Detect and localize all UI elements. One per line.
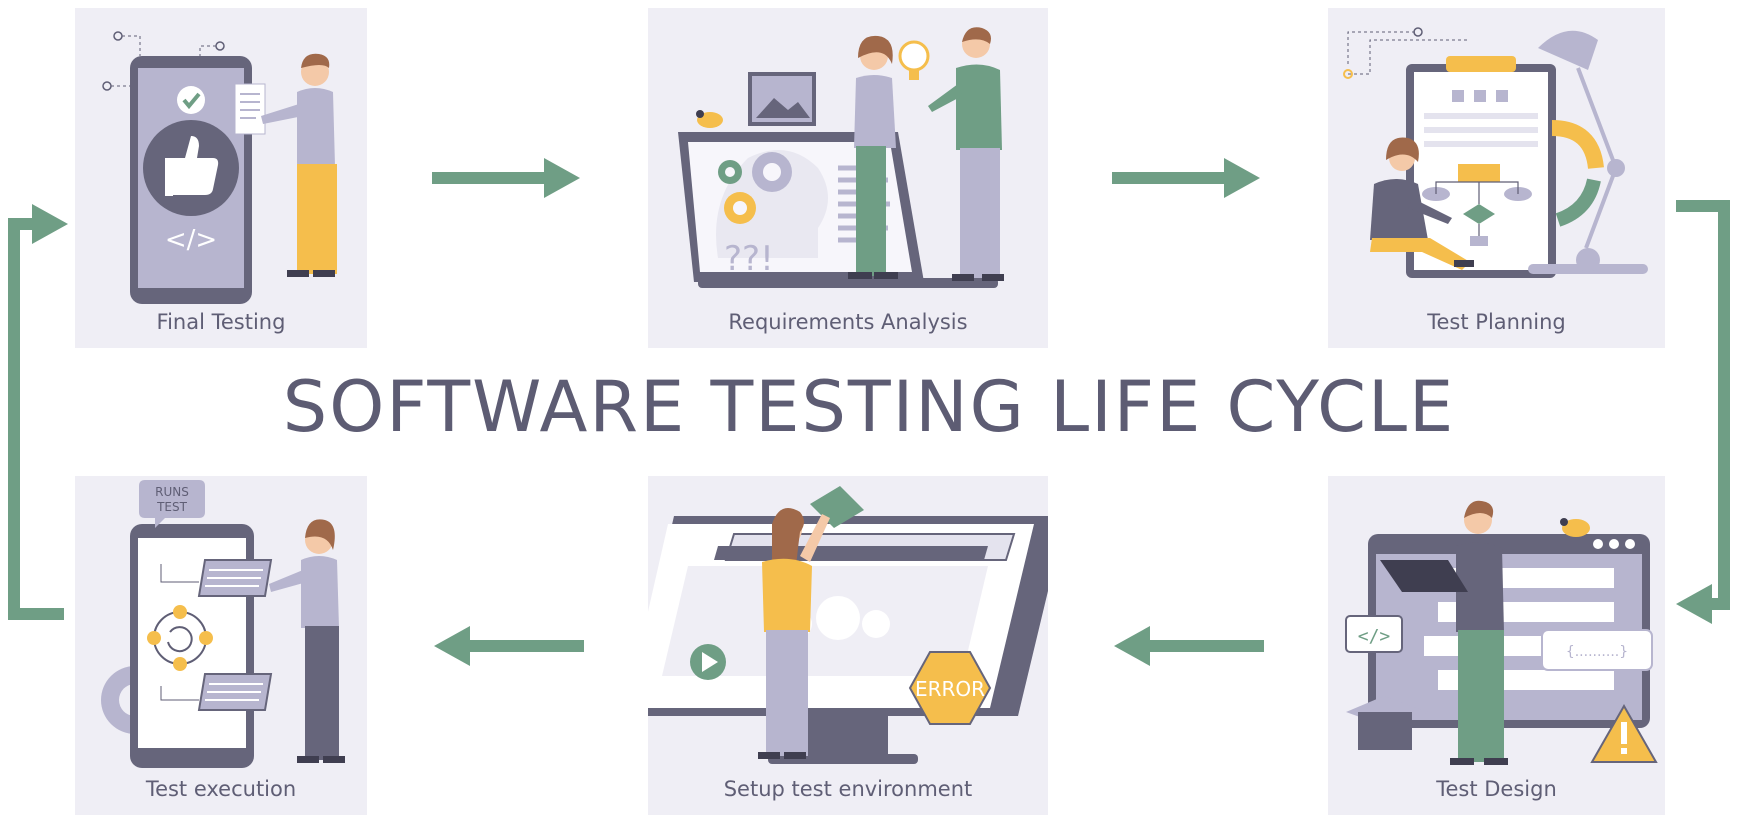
stage-requirements-analysis: ??! Requirements Analysis (648, 8, 1048, 348)
phone-thumbs-up-icon: </> (102, 31, 337, 304)
question-marks: ??! (724, 239, 774, 279)
stage-label: Requirements Analysis (728, 310, 968, 334)
clipboard-flowchart-icon (1343, 27, 1648, 278)
arrow-requirements-to-planning (1112, 158, 1260, 198)
stage-test-planning: Test Planning (1328, 8, 1665, 348)
stage-test-design: </> {..........} Test Design (1328, 476, 1665, 815)
arrow-planning-to-design (1676, 200, 1730, 624)
stage-label: Test execution (145, 777, 297, 801)
stage-test-execution: RUNS TEST Test execution (75, 476, 367, 815)
monitor-error-icon: ERROR (648, 486, 1048, 764)
phone-run-test-icon: RUNS TEST (101, 480, 345, 768)
arrow-setup-to-execution (434, 626, 584, 666)
arrow-design-to-setup (1114, 626, 1264, 666)
stage-label: Setup test environment (723, 777, 973, 801)
runs-test-label-2: TEST (156, 500, 188, 514)
runs-test-label-1: RUNS (155, 485, 189, 499)
stage-setup-test-environment: ERROR Setup test environment (648, 476, 1048, 815)
arrow-execution-to-final (8, 204, 68, 620)
code-tag-label: </> (1358, 626, 1391, 647)
stage-final-testing: </> Final Testing (75, 8, 367, 348)
stage-label: Test Planning (1427, 310, 1566, 334)
brainstorm-icon: ??! (678, 27, 1004, 288)
diagram-title: SOFTWARE TESTING LIFE CYCLE (282, 366, 1456, 448)
arrow-final-to-requirements (432, 158, 580, 198)
braces-label: {..........} (1566, 644, 1628, 660)
laptop-code-icon: </> {..........} (1345, 500, 1658, 765)
stage-label: Test Design (1436, 777, 1557, 801)
error-label: ERROR (915, 677, 985, 701)
stage-label: Final Testing (156, 310, 286, 334)
code-tag-label: </> (165, 225, 217, 255)
